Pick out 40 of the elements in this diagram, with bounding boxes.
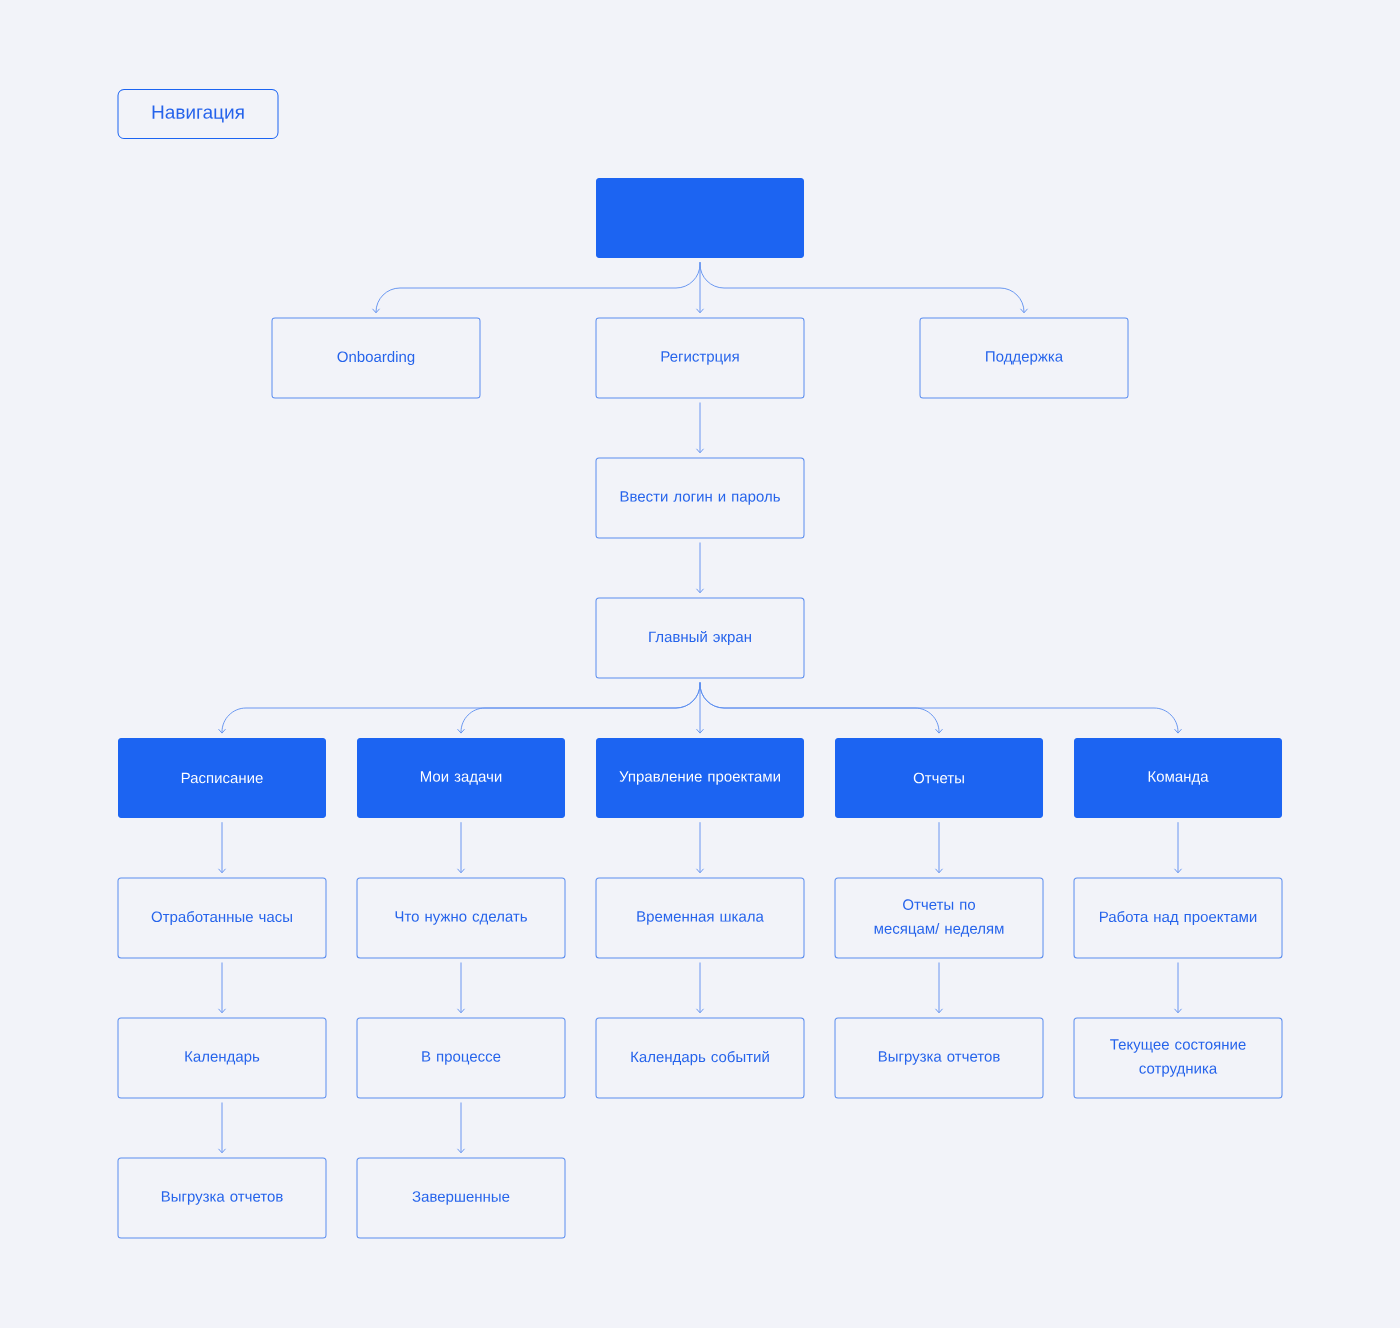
section-box: Управление проектами xyxy=(596,738,804,818)
screen-box: Календарь xyxy=(117,1017,327,1099)
arrow xyxy=(699,682,1182,734)
screen-box: Поддержка xyxy=(919,317,1129,399)
screen-box: Выгрузка отчетов xyxy=(834,1017,1044,1099)
screen-box: В процессе xyxy=(356,1017,566,1099)
screen-box: Календарь событий xyxy=(595,1017,805,1099)
screen-box: Выгрузка отчетов xyxy=(117,1157,327,1239)
section-box: Мои задачи xyxy=(357,738,565,818)
screen-box: Что нужно сделать xyxy=(356,877,566,959)
arrow xyxy=(696,402,704,454)
title-box: Навигация xyxy=(117,89,279,139)
arrow xyxy=(696,962,704,1014)
screen-box: Завершенные xyxy=(356,1157,566,1239)
screen-box: Onboarding xyxy=(271,317,481,399)
arrow xyxy=(699,261,1028,314)
arrow xyxy=(696,542,704,594)
arrow xyxy=(935,821,943,874)
section-box: Расписание xyxy=(118,738,326,818)
screen-box: Отработанные часы xyxy=(117,877,327,959)
screen-box: Главный экран xyxy=(595,597,805,679)
section-box: Команда xyxy=(1074,738,1282,818)
arrow xyxy=(1174,821,1182,874)
arrow xyxy=(696,821,704,874)
arrow xyxy=(1174,962,1182,1014)
arrow xyxy=(457,962,465,1014)
screen-box: Регистрция xyxy=(595,317,805,399)
section-box xyxy=(596,178,804,258)
screen-box: Текущее состояние сотрудника xyxy=(1073,1017,1283,1099)
arrow xyxy=(218,821,226,874)
screen-box: Временная шкала xyxy=(595,877,805,959)
arrow xyxy=(218,1102,226,1154)
screen-box: Ввести логин и пароль xyxy=(595,457,805,539)
arrow xyxy=(457,1102,465,1154)
screen-box: Отчеты по месяцам/ неделям xyxy=(834,877,1044,959)
arrow xyxy=(218,962,226,1014)
section-box: Отчеты xyxy=(835,738,1043,818)
arrow xyxy=(935,962,943,1014)
screen-box: Работа над проектами xyxy=(1073,877,1283,959)
arrow xyxy=(457,821,465,874)
